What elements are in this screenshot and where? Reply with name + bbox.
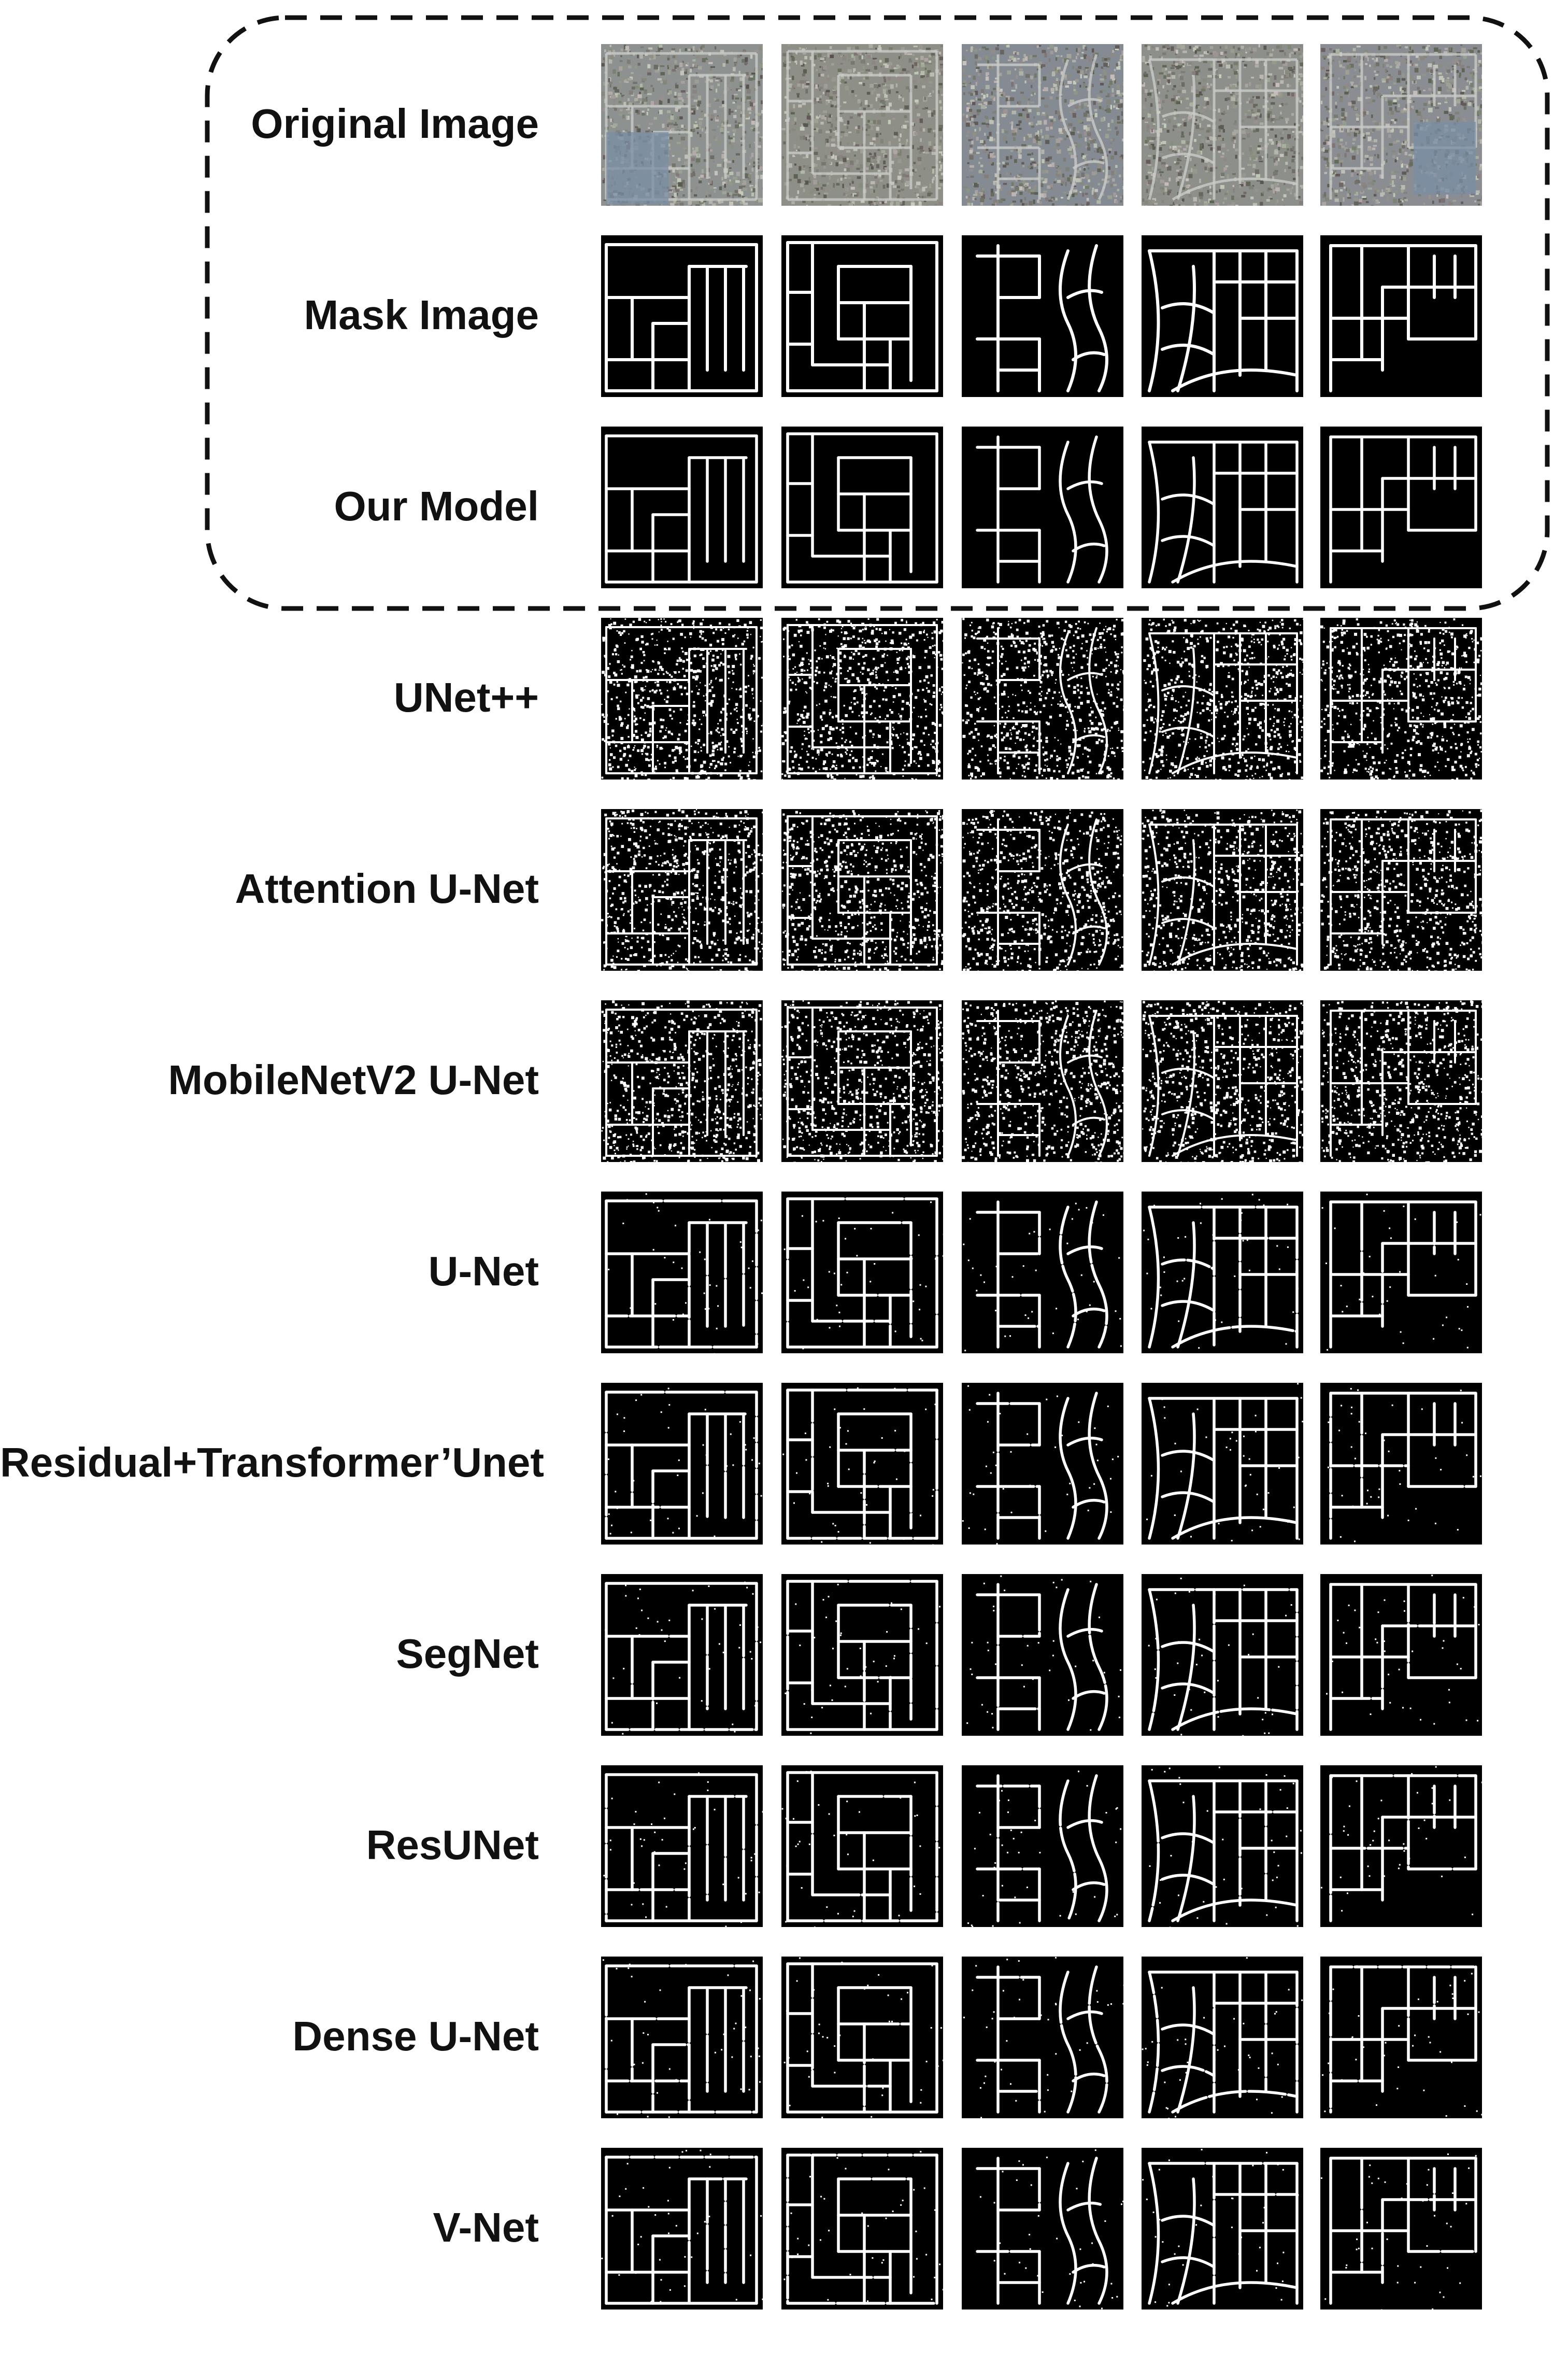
segmentation-tile xyxy=(1320,618,1482,780)
row-label: Residual+Transformer’Unet xyxy=(0,1439,544,1485)
segmentation-tile xyxy=(962,1574,1123,1736)
row-label: MobileNetV2 U-Net xyxy=(168,1057,539,1103)
segmentation-tile xyxy=(1142,427,1303,588)
row-label: Original Image xyxy=(251,101,539,147)
row-label: Our Model xyxy=(334,483,539,529)
segmentation-tile xyxy=(781,1574,943,1736)
segmentation-tile xyxy=(781,235,943,397)
segmentation-tile xyxy=(601,1000,763,1162)
segmentation-tile xyxy=(1320,809,1482,971)
segmentation-tile xyxy=(781,1957,943,2118)
segmentation-tile xyxy=(781,809,943,971)
segmentation-tile xyxy=(781,2148,943,2310)
segmentation-tile xyxy=(962,1957,1123,2118)
aerial-image-tile xyxy=(781,44,943,206)
segmentation-tile xyxy=(781,1000,943,1162)
segmentation-tile xyxy=(601,235,763,397)
segmentation-tile xyxy=(1142,1574,1303,1736)
segmentation-tile xyxy=(962,2148,1123,2310)
segmentation-tile xyxy=(1142,1765,1303,1927)
segmentation-tile xyxy=(1142,1383,1303,1545)
segmentation-tile xyxy=(1320,235,1482,397)
segmentation-tile xyxy=(962,235,1123,397)
segmentation-tile xyxy=(1320,1574,1482,1736)
segmentation-tile xyxy=(601,427,763,588)
segmentation-tile xyxy=(1142,1957,1303,2118)
aerial-image-tile xyxy=(1142,44,1303,206)
segmentation-tile xyxy=(1142,1000,1303,1162)
segmentation-tile xyxy=(962,1000,1123,1162)
segmentation-tile xyxy=(1142,2148,1303,2310)
row-label: UNet++ xyxy=(393,674,539,720)
segmentation-tile xyxy=(962,809,1123,971)
segmentation-tile xyxy=(601,618,763,780)
segmentation-tile xyxy=(1320,1765,1482,1927)
segmentation-tile xyxy=(962,427,1123,588)
segmentation-tile xyxy=(601,1574,763,1736)
segmentation-tile xyxy=(962,1765,1123,1927)
segmentation-tile xyxy=(962,618,1123,780)
segmentation-tile xyxy=(601,1957,763,2118)
segmentation-tile xyxy=(781,427,943,588)
segmentation-tile xyxy=(1142,235,1303,397)
row-label: Mask Image xyxy=(304,292,539,338)
segmentation-tile xyxy=(1320,427,1482,588)
segmentation-tile xyxy=(1142,618,1303,780)
row-label: U-Net xyxy=(428,1248,539,1294)
segmentation-tile xyxy=(1320,1383,1482,1545)
segmentation-tile xyxy=(601,1383,763,1545)
aerial-image-tile xyxy=(962,44,1123,206)
segmentation-tile xyxy=(1320,1000,1482,1162)
segmentation-tile xyxy=(601,2148,763,2310)
row-label: Dense U-Net xyxy=(292,2013,539,2059)
segmentation-tile xyxy=(962,1192,1123,1353)
aerial-image-tile xyxy=(601,44,763,206)
segmentation-tile xyxy=(1142,809,1303,971)
segmentation-tile xyxy=(1320,1957,1482,2118)
segmentation-tile xyxy=(601,809,763,971)
segmentation-tile xyxy=(781,618,943,780)
row-label: SegNet xyxy=(396,1631,539,1677)
row-label: Attention U-Net xyxy=(235,866,539,912)
segmentation-tile xyxy=(962,1383,1123,1545)
row-label: ResUNet xyxy=(366,1822,539,1868)
segmentation-tile xyxy=(1142,1192,1303,1353)
aerial-image-tile xyxy=(1320,44,1482,206)
segmentation-tile xyxy=(781,1192,943,1353)
segmentation-tile xyxy=(601,1192,763,1353)
segmentation-tile xyxy=(1320,2148,1482,2310)
segmentation-tile xyxy=(601,1765,763,1927)
segmentation-tile xyxy=(781,1383,943,1545)
segmentation-tile xyxy=(1320,1192,1482,1353)
segmentation-tile xyxy=(781,1765,943,1927)
row-label: V-Net xyxy=(433,2204,539,2250)
